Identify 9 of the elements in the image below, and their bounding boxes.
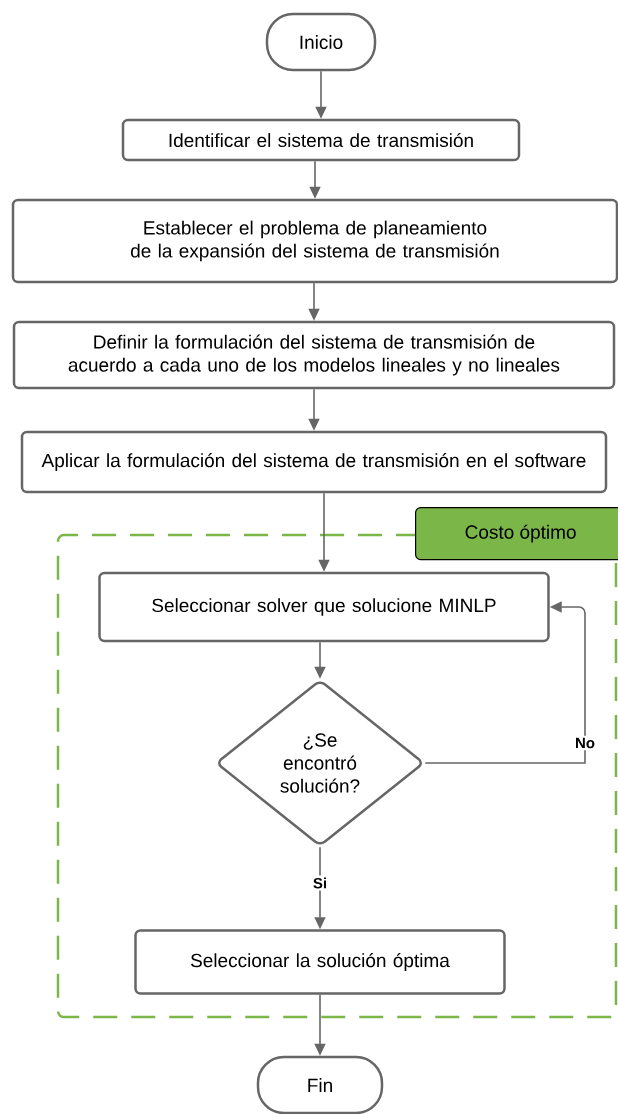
edge-label: No xyxy=(573,735,597,751)
process-box: Seleccionar la solución óptima xyxy=(134,929,506,995)
process-box: Definir la formulación del sistema de transmisión de acuerdo a cada uno de los modelos lineales y no lineales xyxy=(12,320,616,390)
process-box: Identificar el sistema de transmisión xyxy=(121,118,521,162)
process-box: Aplicar la formulación del sistema de transmisión en el software xyxy=(20,430,608,494)
process-box: Establecer el problema de planeamiento de la expansión del sistema de transmisión xyxy=(11,198,618,284)
edge-label: Si xyxy=(310,875,330,891)
process-box: Seleccionar solver que solucione MINLP xyxy=(98,571,550,643)
arrow xyxy=(424,601,586,764)
